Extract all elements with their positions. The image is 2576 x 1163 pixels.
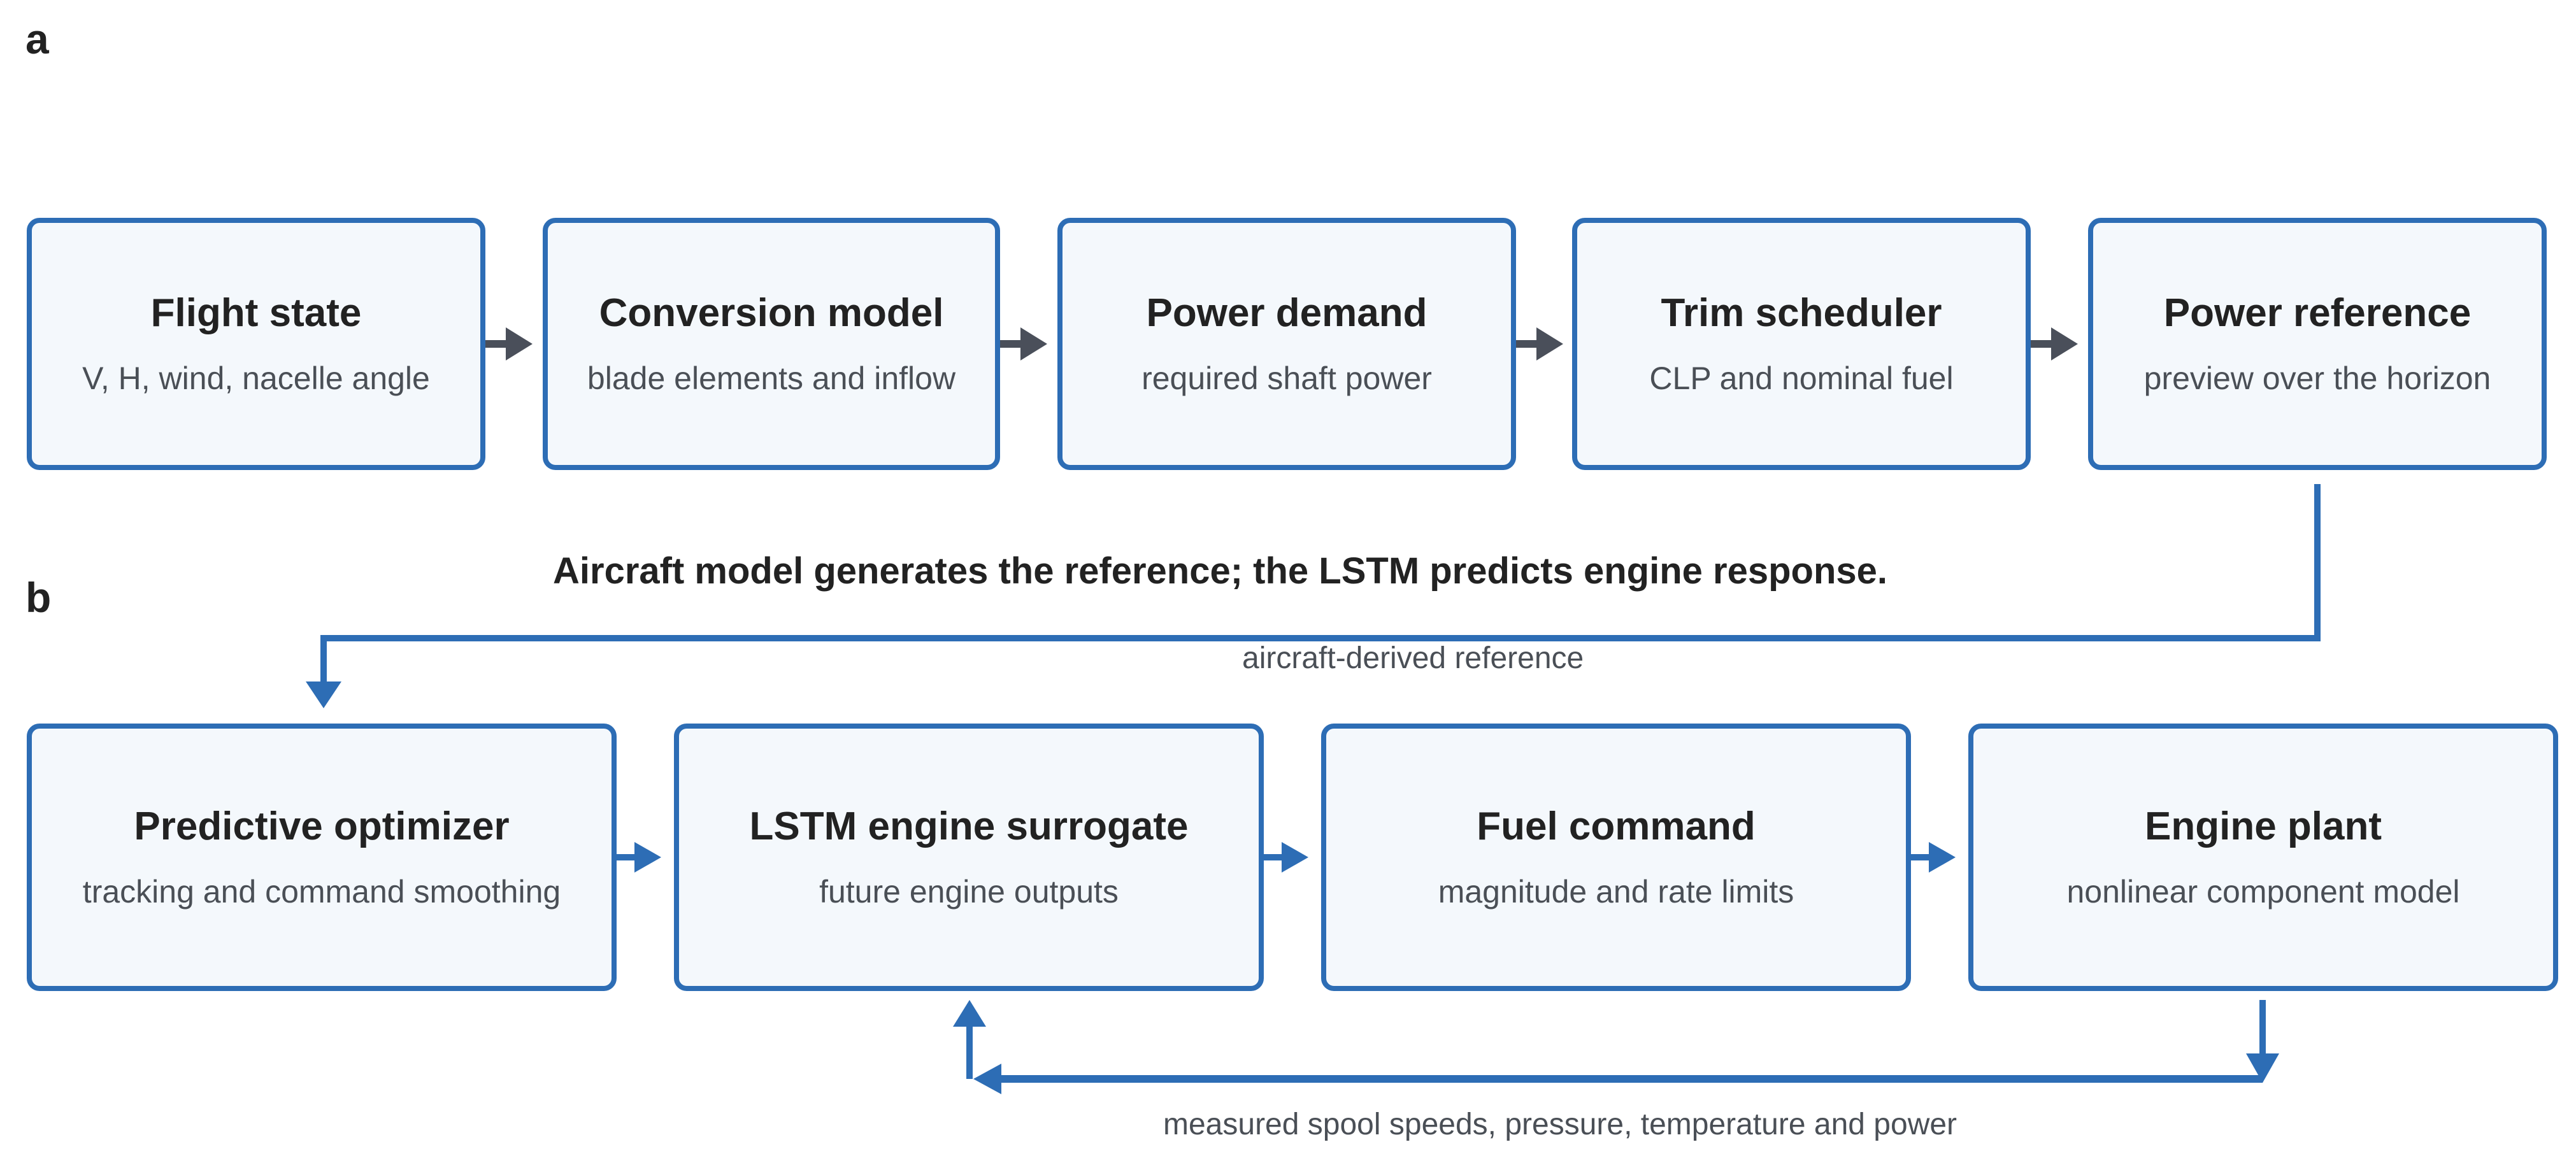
box-predictive-optimizer: Predictive optimizer tracking and comman…: [27, 724, 617, 991]
arrow-lstm-to-fuel: [1264, 842, 1308, 873]
arrow-trim-to-power-reference: [2031, 327, 2078, 360]
box-subtitle: tracking and command smoothing: [82, 873, 561, 910]
reference-link-label: aircraft-derived reference: [1242, 641, 1584, 675]
box-subtitle: magnitude and rate limits: [1438, 873, 1794, 910]
box-subtitle: blade elements and inflow: [587, 360, 956, 396]
box-subtitle: V, H, wind, nacelle angle: [82, 360, 430, 396]
box-subtitle: preview over the horizon: [2143, 360, 2491, 396]
arrow-optimizer-to-lstm: [617, 842, 661, 873]
box-subtitle: CLP and nominal fuel: [1649, 360, 1954, 396]
panel-label-a: a: [25, 15, 49, 62]
box-lstm-engine-surrogate: LSTM engine surrogate future engine outp…: [674, 724, 1264, 991]
arrow-flight-to-conversion: [485, 327, 533, 360]
box-title: Engine plant: [2145, 804, 2382, 849]
diagram-caption: Aircraft model generates the reference; …: [553, 550, 1888, 592]
box-subtitle: nonlinear component model: [2066, 873, 2460, 910]
box-engine-plant: Engine plant nonlinear component model: [1968, 724, 2558, 991]
box-subtitle: future engine outputs: [819, 873, 1119, 910]
box-power-demand: Power demand required shaft power: [1057, 218, 1516, 470]
box-subtitle: required shaft power: [1141, 360, 1432, 396]
box-conversion-model: Conversion model blade elements and infl…: [543, 218, 1000, 470]
arrow-reference-link: [306, 484, 2321, 708]
arrow-conversion-to-power-demand: [1000, 327, 1047, 360]
arrow-feedback-loop: [953, 1000, 2279, 1094]
box-title: Fuel command: [1477, 804, 1756, 849]
panel-label-b: b: [25, 574, 52, 621]
box-title: Trim scheduler: [1661, 291, 1942, 336]
box-fuel-command: Fuel command magnitude and rate limits: [1321, 724, 1911, 991]
box-flight-state: Flight state V, H, wind, nacelle angle: [27, 218, 485, 470]
box-title: Conversion model: [599, 291, 944, 336]
chain-arrows-row-b: [617, 842, 1956, 873]
feedback-label: measured spool speeds, pressure, tempera…: [1163, 1108, 1957, 1141]
box-title: Predictive optimizer: [134, 804, 510, 849]
box-title: Power demand: [1146, 291, 1428, 336]
box-title: Flight state: [150, 291, 362, 336]
box-title: Power reference: [2163, 291, 2472, 336]
box-power-reference: Power reference preview over the horizon: [2088, 218, 2547, 470]
box-title: LSTM engine surrogate: [749, 804, 1189, 849]
chain-arrows-row-a: [485, 327, 2078, 360]
box-trim-scheduler: Trim scheduler CLP and nominal fuel: [1572, 218, 2031, 470]
arrow-fuel-to-engine: [1911, 842, 1956, 873]
arrow-power-demand-to-trim: [1516, 327, 1563, 360]
